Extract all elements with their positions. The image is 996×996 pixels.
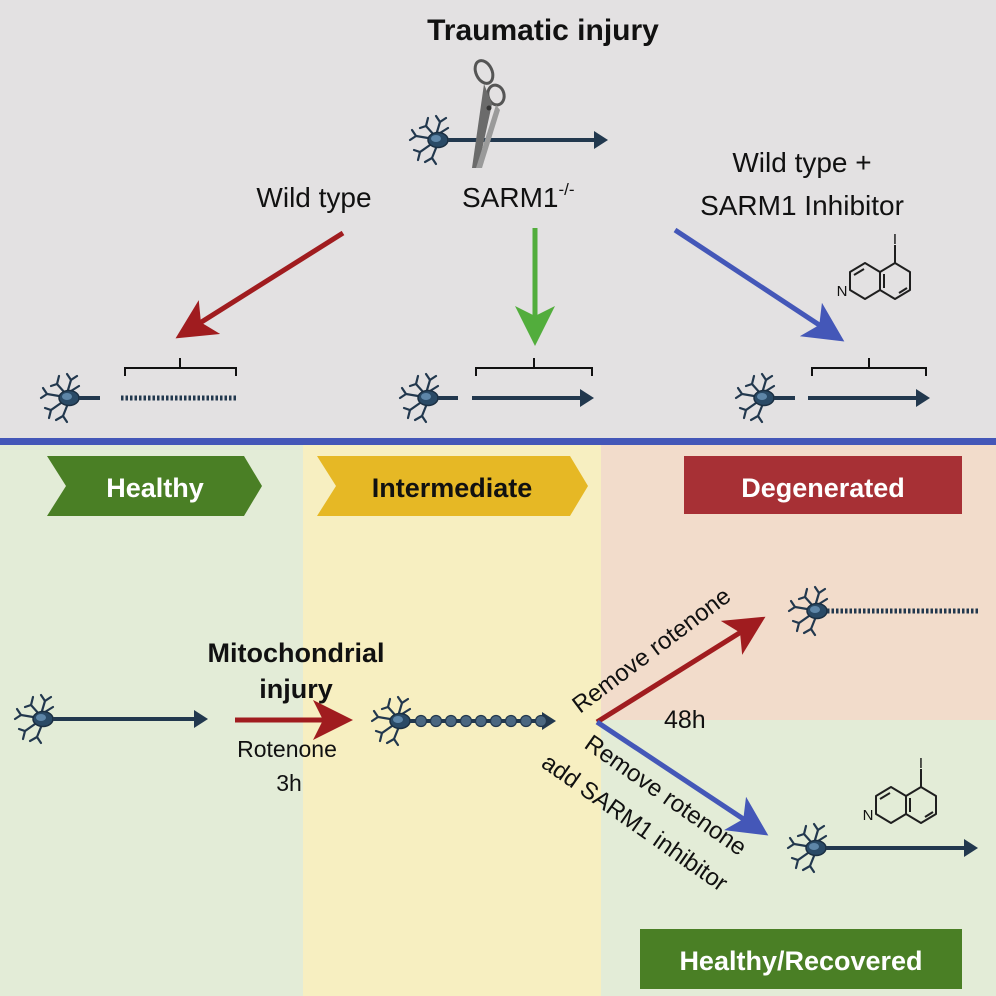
top-panel-background: [0, 0, 996, 440]
branch-label-wild-type: Wild type: [256, 182, 371, 213]
stage-label-intermediate: Intermediate: [372, 473, 533, 503]
beaded-neuron: [370, 695, 556, 747]
stage-label-recovered: Healthy/Recovered: [679, 946, 922, 976]
sarm1-superscript: -/-: [558, 180, 574, 199]
arrow-inhibitor: [673, 227, 845, 342]
molecule-nitrogen-label-bottom: N: [863, 807, 874, 824]
molecule-iodo-label-bottom: I: [919, 755, 923, 772]
injury-label-line2: injury: [259, 674, 333, 704]
healthy-neuron: [13, 693, 208, 745]
branch-label-inhibitor-line2: SARM1 Inhibitor: [700, 190, 904, 221]
branch-label-sarm1-knockout: SARM1-/-: [462, 180, 575, 213]
molecule-nitrogen-label: N: [837, 283, 848, 300]
treatment-label-line2: 3h: [276, 770, 302, 796]
inhibitor-molecule-bottom: I N: [863, 755, 937, 824]
scissors-icon: [472, 59, 506, 168]
outcome-wild-type-neuron: [39, 358, 237, 424]
inhibitor-molecule-top: I N: [837, 231, 911, 300]
treatment-label-line1: Rotenone: [237, 736, 337, 762]
injured-neuron: [408, 114, 608, 166]
injury-label-line1: Mitochondrial: [208, 638, 385, 668]
degenerated-neuron: [787, 585, 980, 637]
sarm1-name: SARM1: [462, 182, 558, 213]
label-48h: 48h: [664, 706, 706, 734]
arrow-remove-rotenone: [595, 616, 766, 725]
arrow-wild-type: [175, 230, 345, 339]
arrow-remove-rotenone-add-inhibitor: [595, 719, 769, 836]
branch-label-inhibitor-line1: Wild type +: [732, 147, 871, 178]
stage-badge-healthy: [47, 456, 262, 516]
molecule-iodo-label: I: [893, 231, 897, 248]
outcome-inhibitor-neuron: [734, 358, 930, 424]
stage-badge-recovered: [640, 929, 962, 989]
panel-divider: [0, 438, 996, 445]
recovered-neuron: [786, 822, 978, 874]
stage-badge-degenerated: [684, 456, 962, 514]
outcome-sarm1-neuron: [398, 358, 594, 424]
top-title: Traumatic injury: [427, 14, 659, 47]
stage-label-healthy: Healthy: [106, 473, 204, 503]
stage-label-degenerated: Degenerated: [741, 473, 905, 503]
stage-badge-intermediate: [317, 456, 588, 516]
